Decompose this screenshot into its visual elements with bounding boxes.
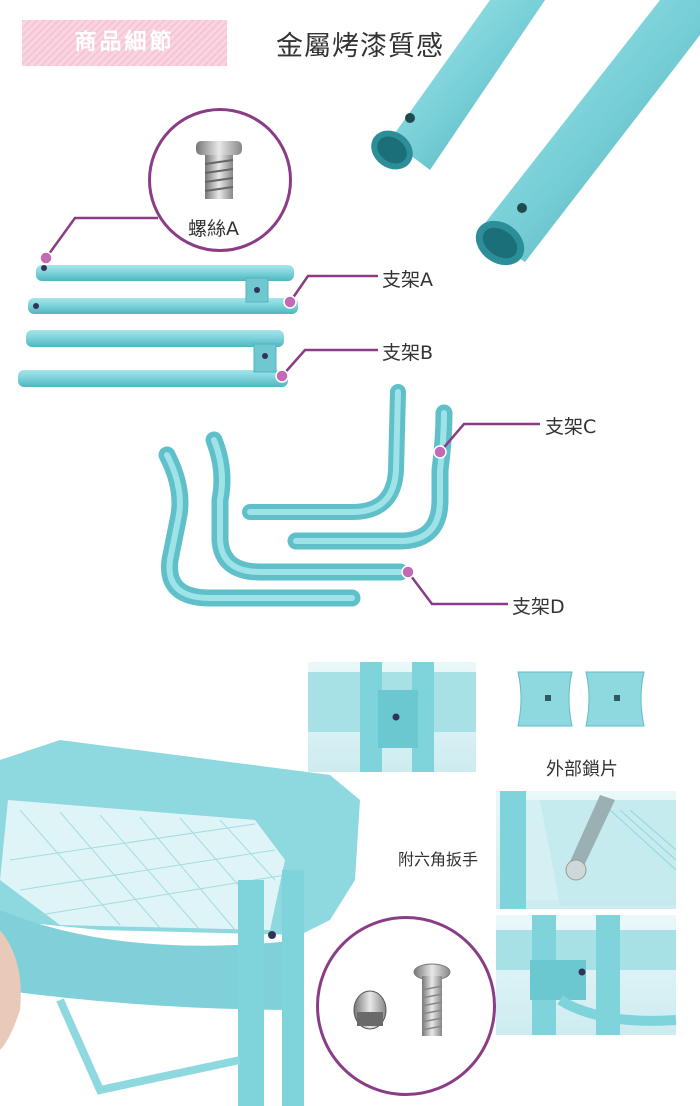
screw-a-circle — [148, 108, 292, 252]
basket-photo — [0, 740, 360, 1106]
bracket-c-tubes — [242, 384, 453, 550]
tube-closeup-right — [475, 0, 700, 266]
label-outer-lock: 外部鎖片 — [546, 759, 618, 780]
label-bracket-d: 支架D — [512, 596, 565, 618]
tube-closeup-left — [371, 0, 545, 170]
outer-lock-plates — [517, 671, 645, 727]
bracket-b-tubes — [18, 330, 288, 387]
bracket-a-tubes — [28, 265, 298, 314]
label-bracket-c: 支架C — [545, 416, 597, 438]
section-title: 金屬烤漆質感 — [276, 31, 444, 62]
label-screw-a: 螺絲A — [188, 218, 239, 240]
section-badge: 商品細節 — [22, 20, 227, 66]
bottom-joint-photo — [496, 915, 677, 1035]
label-hex-wrench: 附六角扳手 — [398, 850, 479, 869]
label-bracket-b: 支架B — [382, 342, 434, 364]
label-bracket-a: 支架A — [382, 269, 433, 291]
hardware-circle — [316, 916, 496, 1096]
bracket-d-tubes — [158, 431, 409, 607]
joint-photo — [308, 662, 476, 772]
hex-wrench-photo — [496, 791, 677, 909]
